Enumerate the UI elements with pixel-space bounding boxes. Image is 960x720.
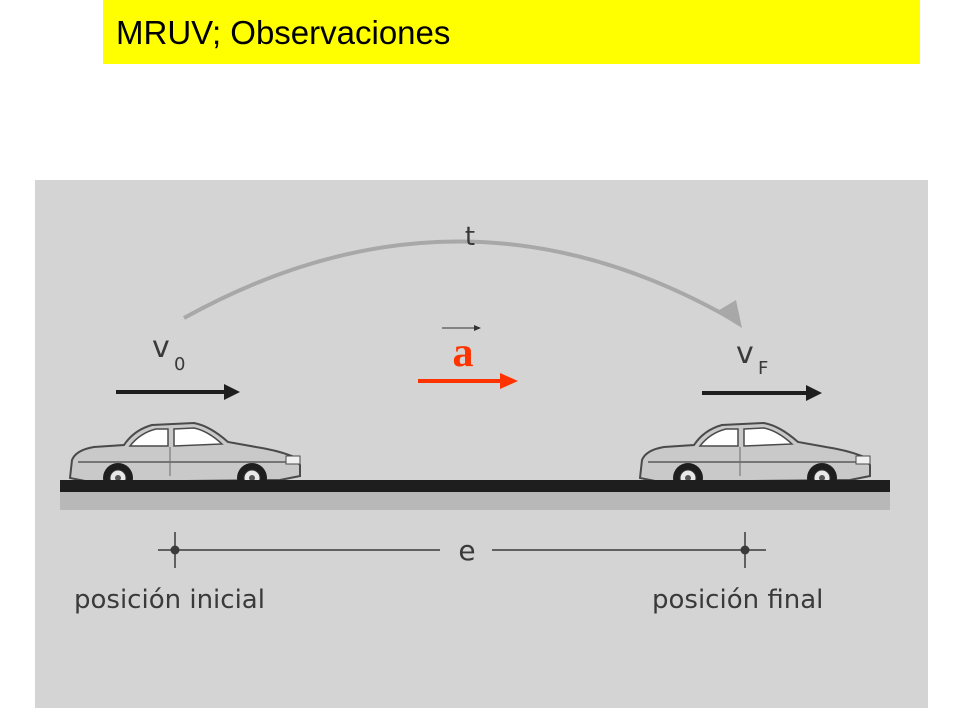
- road-shadow: [60, 492, 890, 510]
- final-position-label: posición final: [652, 585, 823, 615]
- initial-velocity-label: v: [152, 330, 170, 365]
- time-arc: [183, 239, 731, 320]
- final-velocity-label: v: [736, 336, 754, 371]
- initial-velocity-subscript: 0: [174, 354, 185, 375]
- initial-position-marker: [170, 545, 180, 555]
- acceleration-arrowhead: [500, 373, 518, 389]
- final-position-marker: [740, 545, 750, 555]
- road: [60, 480, 890, 492]
- final-velocity-subscript: F: [758, 358, 768, 379]
- initial-position-label: posición inicial: [74, 585, 265, 615]
- time-arc-arrowhead: [716, 300, 742, 328]
- title-bar: MRUV; Observaciones: [103, 0, 920, 64]
- acceleration-label: a: [453, 330, 474, 376]
- time-label: t: [465, 222, 475, 252]
- initial-velocity-arrowhead: [224, 384, 240, 400]
- slide-title: MRUV; Observaciones: [116, 13, 451, 51]
- final-velocity-arrowhead: [806, 385, 822, 401]
- displacement-label: e: [458, 534, 475, 567]
- acceleration-vector-bar-tip: [474, 325, 481, 331]
